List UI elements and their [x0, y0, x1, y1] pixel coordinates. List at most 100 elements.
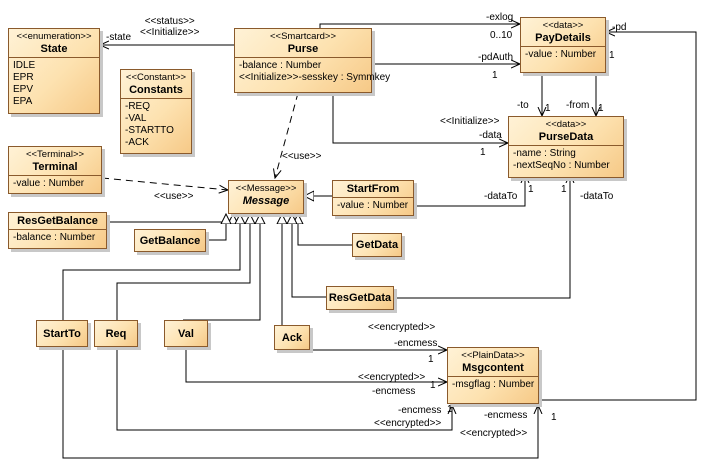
val-class[interactable]: Val [164, 320, 208, 347]
val-name: Val [178, 327, 194, 340]
startfrom-class[interactable]: StartFrom -value : Number [332, 180, 414, 216]
paydetails-name: PayDetails [535, 32, 591, 44]
ack-encmess-label: -encmess [394, 338, 438, 349]
purse-attribute: -balance : Number [239, 60, 322, 71]
req-class[interactable]: Req [94, 320, 138, 347]
startto-encrypted-label: <<encrypted>> [460, 428, 528, 439]
terminal-stereotype: <<Terminal>> [25, 149, 85, 160]
msgcontent-class[interactable]: <<PlainData>>Msgcontent -msgflag : Numbe… [447, 347, 539, 404]
pursedata-class[interactable]: <<data>>PurseData -name : String -nextSe… [508, 116, 624, 178]
exlog-multiplicity-label: 0..10 [490, 30, 513, 41]
paydetails-class[interactable]: <<data>>PayDetails -value : Number [520, 17, 606, 73]
terminal-class[interactable]: <<Terminal>>Terminal -value : Number [8, 146, 102, 194]
to-multiplicity-label: 1 [545, 103, 551, 114]
val-message-generalization [183, 214, 260, 321]
pursedata-name: PurseData [538, 131, 594, 143]
data-role-label: -data [479, 130, 502, 141]
msgcontent-attribute: -msgflag : Number [452, 379, 535, 390]
message-name: Message [242, 195, 290, 207]
state-class[interactable]: <<enumeration>>State IDLE EPR EPV EPA [8, 28, 100, 114]
resgetdata-message-generalization [292, 214, 326, 298]
startfrom-datato-multiplicity: 1 [528, 184, 534, 195]
resgetdata-pursedata-association [395, 174, 570, 299]
resgetbalance-class[interactable]: ResGetBalance -balance : Number [8, 212, 107, 249]
pd-role-label: -pd [612, 22, 627, 33]
state-stereotype: <<enumeration>> [16, 31, 92, 42]
terminal-message-use-dependency [101, 177, 228, 190]
req-encrypted-label: <<encrypted>> [374, 418, 442, 429]
pdauth-multiplicity-label: 1 [492, 70, 498, 81]
startto-encmess-multiplicity: 1 [551, 412, 557, 423]
state-literal: IDLE [13, 60, 36, 71]
state-literal: EPV [13, 84, 34, 95]
pursedata-attribute: -nextSeqNo : Number [513, 160, 610, 171]
startfrom-attributes: -value : Number [333, 197, 413, 214]
val-encmess-label: -encmess [372, 386, 416, 397]
ack-name: Ack [281, 331, 303, 344]
constants-attribute: -ACK [125, 137, 149, 148]
startto-msgcontent-association [62, 347, 538, 459]
state-literals: IDLE EPR EPV EPA [9, 57, 99, 110]
startto-message-generalization [62, 214, 240, 320]
val-encmess-multiplicity: 1 [430, 380, 436, 391]
val-encrypted-label: <<encrypted>> [358, 372, 426, 383]
pd-multiplicity-label: 1 [609, 50, 615, 61]
resgetbalance-message-generalization [107, 214, 233, 222]
constants-attribute: -VAL [125, 113, 147, 124]
terminal-attributes: -value : Number [9, 175, 101, 192]
constants-attribute: -REQ [125, 101, 150, 112]
purse-pursedata-association [332, 93, 508, 143]
req-encmess-multiplicity: 1 [447, 404, 453, 415]
startto-name: StartTo [43, 327, 81, 340]
purse-message-use-dependency [275, 92, 299, 178]
state-literal: EPR [13, 72, 34, 83]
status-initialize-label: <<status>> <<Initialize>> [140, 16, 200, 38]
state-literal: EPA [13, 96, 33, 107]
resgetbalance-attribute: -balance : Number [13, 232, 96, 243]
ack-encmess-multiplicity: 1 [428, 354, 434, 365]
constants-attribute: -STARTTO [125, 125, 174, 136]
from-role-label: -from [566, 100, 590, 111]
resgetbalance-attributes: -balance : Number [9, 229, 106, 246]
constants-attributes: -REQ -VAL -STARTTO -ACK [121, 98, 191, 151]
msgcontent-paydetails-association [538, 32, 697, 401]
pdauth-role-label: -pdAuth [478, 52, 514, 63]
terminal-name: Terminal [32, 161, 78, 173]
message-class[interactable]: <<Message>>Message [228, 180, 304, 214]
startfrom-pursedata-association [415, 174, 525, 207]
req-message-generalization [116, 214, 250, 320]
paydetails-attributes: -value : Number [521, 46, 605, 63]
startto-encmess-label: -encmess [484, 410, 528, 421]
startfrom-datato-label: -dataTo [484, 191, 518, 202]
val-msgcontent-association [185, 347, 447, 382]
req-name: Req [105, 327, 127, 340]
getdata-class[interactable]: GetData [352, 233, 402, 257]
purse-attribute: <<Initialize>>-sesskey : Symmkey [239, 72, 391, 83]
resgetbalance-name: ResGetBalance [17, 215, 98, 227]
getdata-message-generalization [298, 214, 352, 246]
purse-class[interactable]: <<Smartcard>>Purse -balance : Number <<I… [234, 28, 391, 93]
startto-class[interactable]: StartTo [36, 320, 88, 347]
resgetdata-class[interactable]: ResGetData [326, 286, 394, 310]
getbalance-class[interactable]: GetBalance [134, 229, 206, 252]
msgcontent-attributes: -msgflag : Number [448, 376, 538, 393]
ack-class[interactable]: Ack [274, 325, 310, 350]
purse-name: Purse [287, 43, 319, 55]
message-stereotype: <<Message>> [235, 183, 297, 194]
terminal-attribute: -value : Number [13, 178, 85, 189]
resgetdata-datato-multiplicity: 1 [561, 184, 567, 195]
state-name: State [40, 43, 68, 55]
getbalance-message-generalization [206, 214, 226, 241]
msgcontent-name: Msgcontent [462, 362, 524, 374]
data-multiplicity-label: 1 [480, 147, 486, 158]
constants-stereotype: <<Constant>> [125, 72, 187, 83]
constants-class[interactable]: <<Constant>>Constants -REQ -VAL -STARTTO… [120, 69, 192, 154]
state-role-label: -state [106, 32, 132, 43]
exlog-role-label: -exlog [486, 12, 514, 23]
startfrom-attribute: -value : Number [337, 200, 409, 211]
msgcontent-stereotype: <<PlainData>> [461, 350, 525, 361]
resgetdata-datato-label: -dataTo [580, 191, 614, 202]
purse-stereotype: <<Smartcard>> [269, 31, 336, 42]
paydetails-stereotype: <<data>> [542, 20, 584, 31]
